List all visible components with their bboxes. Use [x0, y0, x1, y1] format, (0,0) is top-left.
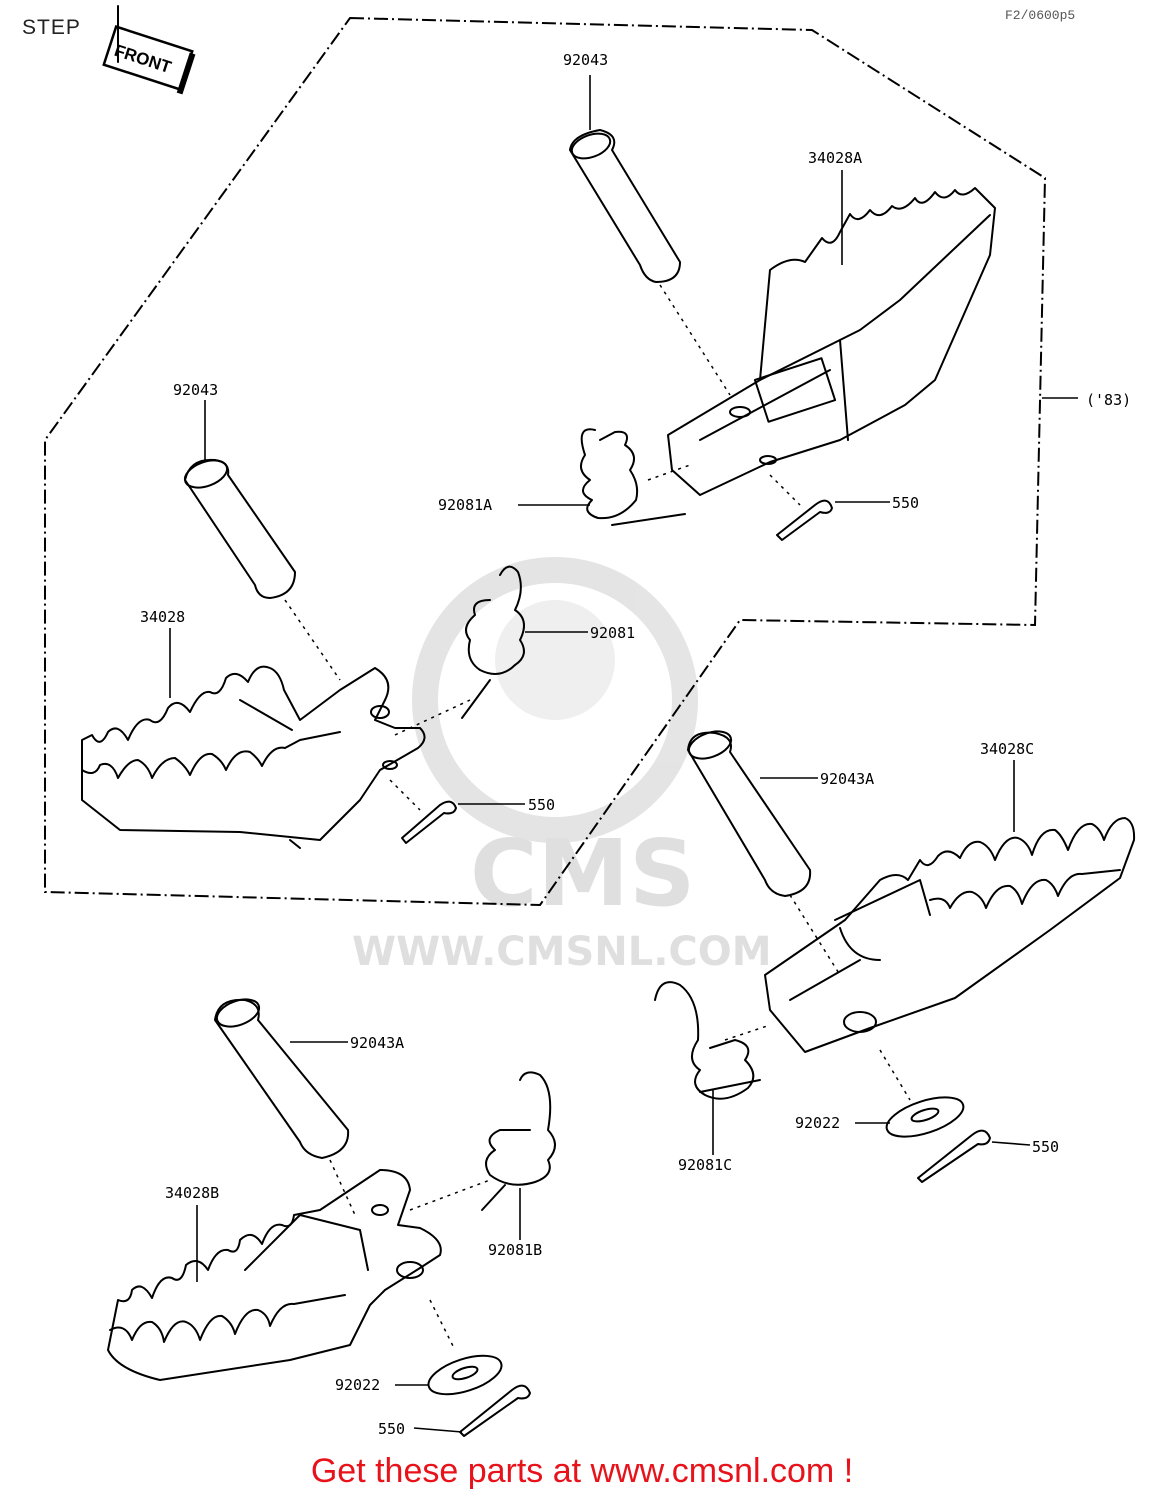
callout-92043-left: 92043 [173, 381, 218, 399]
callout-variant-83: ('83) [1086, 391, 1131, 409]
spring-92081c [654, 981, 771, 1100]
callout-34028b: 34028B [165, 1184, 219, 1202]
callouts: 92043 34028A ('83) 92043 92081A 550 3402… [140, 51, 1131, 1438]
callout-34028c: 34028C [980, 740, 1034, 758]
pin-550-c [917, 1129, 991, 1183]
callout-92043-top: 92043 [563, 51, 608, 69]
front-label: FRONT [112, 41, 174, 77]
washer-92022-right [879, 1049, 965, 1138]
front-marker: FRONT [102, 25, 196, 95]
callout-92081b: 92081B [488, 1241, 542, 1259]
watermark: CMS WWW.CMSNL.COM [352, 557, 772, 975]
step-34028c [764, 817, 1136, 1053]
callout-92081c: 92081C [678, 1156, 732, 1174]
pin-550-a [769, 474, 833, 541]
pin-550-b [389, 779, 457, 844]
washer-92022-left [427, 1299, 503, 1396]
diagram-code: F2/0600p5 [1005, 8, 1076, 23]
pin-92043a-right [687, 730, 841, 976]
callout-550-b: 550 [528, 796, 555, 814]
callout-92022-right: 92022 [795, 1114, 840, 1132]
spring-92081b [409, 1071, 556, 1211]
step-34028b [107, 1169, 442, 1381]
callout-550-d: 550 [378, 1420, 405, 1438]
spring-92081a [580, 428, 691, 526]
watermark-brand: CMS [470, 820, 695, 927]
callout-550-c: 550 [1032, 1138, 1059, 1156]
callout-550-a: 550 [892, 494, 919, 512]
callout-34028: 34028 [140, 608, 185, 626]
watermark-url: WWW.CMSNL.COM [352, 929, 772, 975]
callout-92081: 92081 [590, 624, 635, 642]
step-34028 [81, 665, 426, 849]
callout-34028a: 34028A [808, 149, 862, 167]
callout-92081a: 92081A [438, 496, 492, 514]
variant-83-outline [44, 16, 1047, 907]
step-34028a [569, 129, 996, 496]
page-title: STEP [22, 16, 81, 39]
promo-link[interactable]: Get these parts at www.cmsnl.com ! [310, 1452, 854, 1490]
pin-92043-left [183, 458, 341, 681]
callout-92043a-right: 92043A [820, 770, 874, 788]
callout-92022-left: 92022 [335, 1376, 380, 1394]
pin-92043a-left [214, 998, 356, 1216]
pin-550-d [459, 1384, 531, 1437]
callout-92043a-left: 92043A [350, 1034, 404, 1052]
spring-92081 [394, 565, 525, 736]
